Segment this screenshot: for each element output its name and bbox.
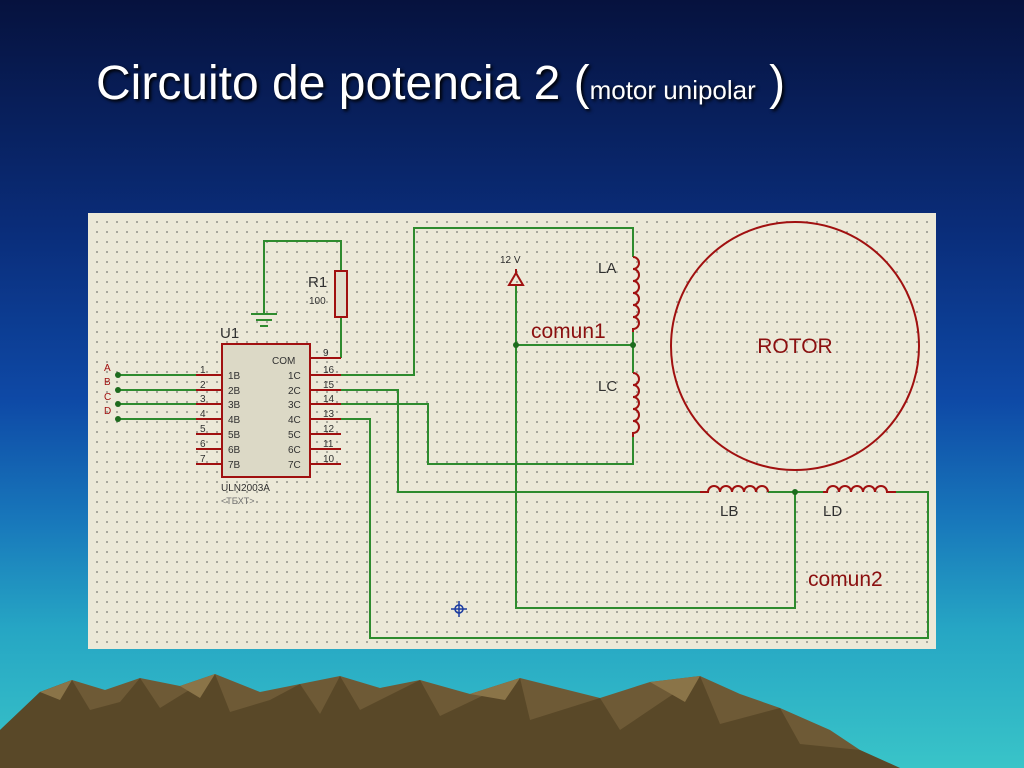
chip-pin-name: 3B: [228, 400, 241, 411]
coil-lc: [632, 372, 640, 437]
wire-supply: [515, 285, 796, 609]
title-subtitle: motor unipolar: [589, 75, 756, 105]
junction-d: [115, 416, 121, 422]
coil-ld: [823, 485, 896, 493]
junction-c: [115, 401, 121, 407]
supply-arrow: [507, 271, 525, 286]
chip-pin-num: 6: [200, 439, 206, 450]
chip-body: [221, 343, 311, 478]
wire-pin14: [341, 403, 634, 465]
coil-label-lb: LB: [720, 503, 738, 520]
chip-pin-name: 5C: [288, 430, 301, 441]
coil-label-la: LA: [598, 260, 616, 277]
mountains-decoration: [0, 674, 900, 768]
junction-a: [115, 372, 121, 378]
wire-ground: [263, 240, 342, 314]
chip-pin-name: 2B: [228, 386, 241, 397]
chip-pin-num: 16: [323, 365, 335, 376]
chip-pin-name: 1C: [288, 371, 301, 382]
junction-comun1-right: [630, 342, 636, 348]
chip-pin-num: 1: [200, 365, 206, 376]
slide-title: Circuito de potencia 2 (motor unipolar ): [96, 57, 786, 111]
schematic-svg: U1 ULN2003A <TEXT> COM 9 1 2 3 4 5 6 7 1…: [104, 221, 929, 639]
resistor-r1: [334, 270, 348, 318]
chip-pin-num: 3: [200, 394, 206, 405]
junctions: [115, 342, 798, 495]
wires: [118, 227, 929, 639]
input-label-d: D: [104, 406, 111, 417]
chip-pin-name: 4C: [288, 415, 301, 426]
wire-pin16: [341, 227, 634, 376]
chip-text-placeholder: <TEXT>: [221, 496, 255, 506]
chip-pin-num: 13: [323, 409, 335, 420]
chip-pin-num: 5: [200, 424, 206, 435]
mountain-shadow: [0, 674, 900, 768]
rotor-label: ROTOR: [757, 335, 832, 358]
coil-label-lc: LC: [598, 378, 617, 395]
chip-pin-name: 2C: [288, 386, 301, 397]
chip-pin-name: 6B: [228, 445, 241, 456]
chip-pin-name: 4B: [228, 415, 241, 426]
ground-icon: [251, 313, 277, 327]
label-comun1: comun1: [531, 320, 606, 343]
chip-part: ULN2003A: [221, 483, 270, 494]
chip-com-label: COM: [272, 356, 295, 367]
junction-comun2: [792, 489, 798, 495]
wire-pin15: [341, 389, 700, 493]
label-comun2: comun2: [808, 568, 883, 591]
chip-pin-name: 1B: [228, 371, 241, 382]
title-end: ): [755, 57, 786, 110]
coil-label-ld: LD: [823, 503, 842, 520]
mountain-highlight: [40, 674, 700, 702]
resistor-ref: R1: [308, 274, 327, 291]
input-label-a: A: [104, 363, 111, 374]
coil-lb: [700, 485, 769, 493]
chip-pin-num: 15: [323, 380, 335, 391]
chip-pin-num: 4: [200, 409, 206, 420]
chip-pin-num: 11: [323, 439, 334, 450]
junction-comun1-left: [513, 342, 519, 348]
schematic-canvas: U1 ULN2003A <TEXT> COM 9 1 2 3 4 5 6 7 1…: [88, 213, 936, 649]
crosshair-icon: [451, 601, 467, 617]
chip-pin-name: 7B: [228, 460, 241, 471]
chip-pin-name: 3C: [288, 400, 301, 411]
chip-com-pin: 9: [323, 348, 329, 359]
labels: U1 ULN2003A <TEXT> COM 9 1 2 3 4 5 6 7 1…: [104, 255, 883, 591]
rotor-circle: [670, 221, 920, 471]
input-label-b: B: [104, 377, 111, 388]
wire-pin13: [341, 418, 929, 639]
chip-pin-name: 5B: [228, 430, 241, 441]
chip-pin-num: 2: [200, 380, 206, 391]
supply-label: 12 V: [500, 255, 521, 266]
chip-pin-name: 7C: [288, 460, 301, 471]
chip-pin-num: 14: [323, 394, 335, 405]
input-label-c: C: [104, 392, 111, 403]
coil-la: [632, 256, 640, 332]
chip-ref: U1: [220, 325, 239, 342]
chip-pin-num: 10: [323, 454, 335, 465]
chip-pin-num: 12: [323, 424, 335, 435]
chip-pin-name: 6C: [288, 445, 301, 456]
resistor-value: 100: [309, 296, 326, 307]
components: [196, 221, 920, 493]
junction-b: [115, 387, 121, 393]
title-main: Circuito de potencia 2 (: [96, 57, 590, 110]
chip-pin-num: 7: [200, 454, 206, 465]
